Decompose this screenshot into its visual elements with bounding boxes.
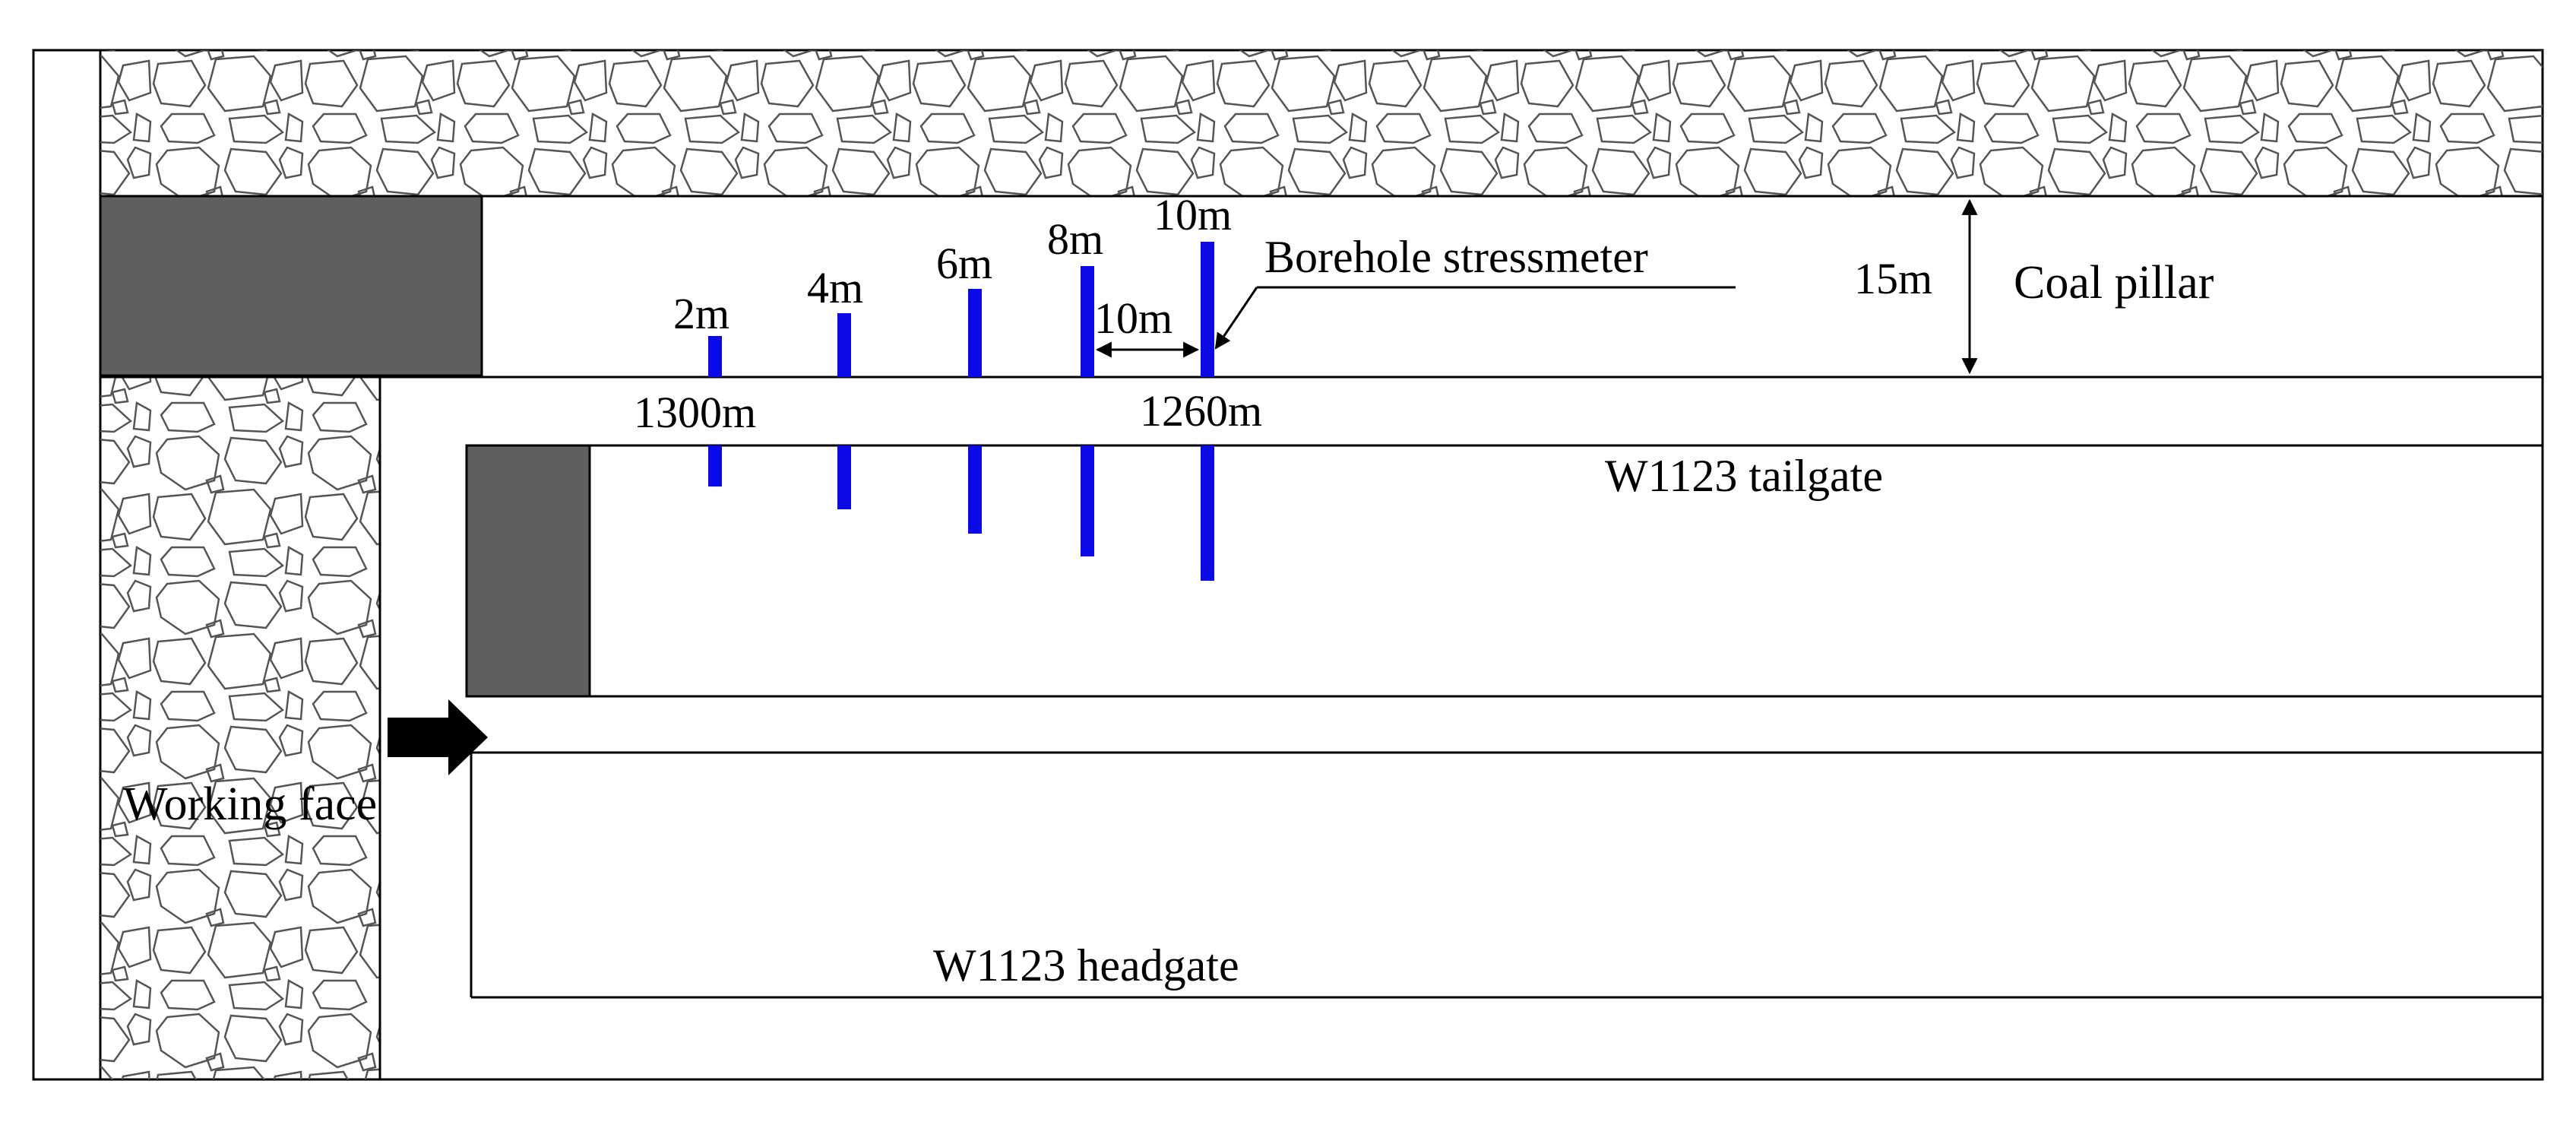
- stressmeter-6m-lower: [968, 445, 982, 534]
- label-depth-2m: 2m: [673, 289, 729, 338]
- stressmeter-10m-upper: [1201, 242, 1214, 377]
- stressmeter-8m-upper: [1081, 266, 1094, 377]
- callout-leader-line: [1214, 287, 1258, 350]
- label-position-1260m: 1260m: [1140, 386, 1262, 436]
- right-arrow-icon: [388, 699, 488, 775]
- label-depth-4m: 4m: [807, 263, 863, 312]
- stressmeter-2m-upper: [708, 336, 722, 377]
- label-depth-6m: 6m: [936, 239, 992, 288]
- stressmeters-lower: [708, 445, 1214, 581]
- label-position-1300m: 1300m: [634, 388, 756, 437]
- label-tailgate: W1123 tailgate: [1605, 451, 1883, 501]
- stressmeter-2m-lower: [708, 445, 722, 487]
- dark-coal-block-top: [99, 195, 483, 377]
- dark-coal-block-face: [465, 444, 591, 698]
- stressmeter-10m-lower: [1201, 445, 1214, 581]
- label-headgate: W1123 headgate: [933, 940, 1239, 990]
- label-working-face: Working face: [123, 778, 377, 830]
- stressmeter-6m-upper: [968, 289, 982, 377]
- roof-rock-band: [100, 50, 2543, 196]
- label-borehole-stressmeter: Borehole stressmeter: [1264, 232, 1648, 282]
- stressmeters-upper: [708, 242, 1214, 377]
- label-pillar-width-15m: 15m: [1854, 254, 1932, 303]
- label-coal-pillar: Coal pillar: [2014, 257, 2214, 309]
- stressmeter-4m-lower: [837, 445, 851, 509]
- label-spacing-10m: 10m: [1094, 293, 1172, 343]
- label-depth-10m: 10m: [1154, 190, 1232, 239]
- stressmeter-4m-upper: [837, 313, 851, 377]
- label-depth-8m: 8m: [1047, 214, 1103, 264]
- goaf-rock-area: [100, 377, 380, 1079]
- stressmeter-8m-lower: [1081, 445, 1094, 556]
